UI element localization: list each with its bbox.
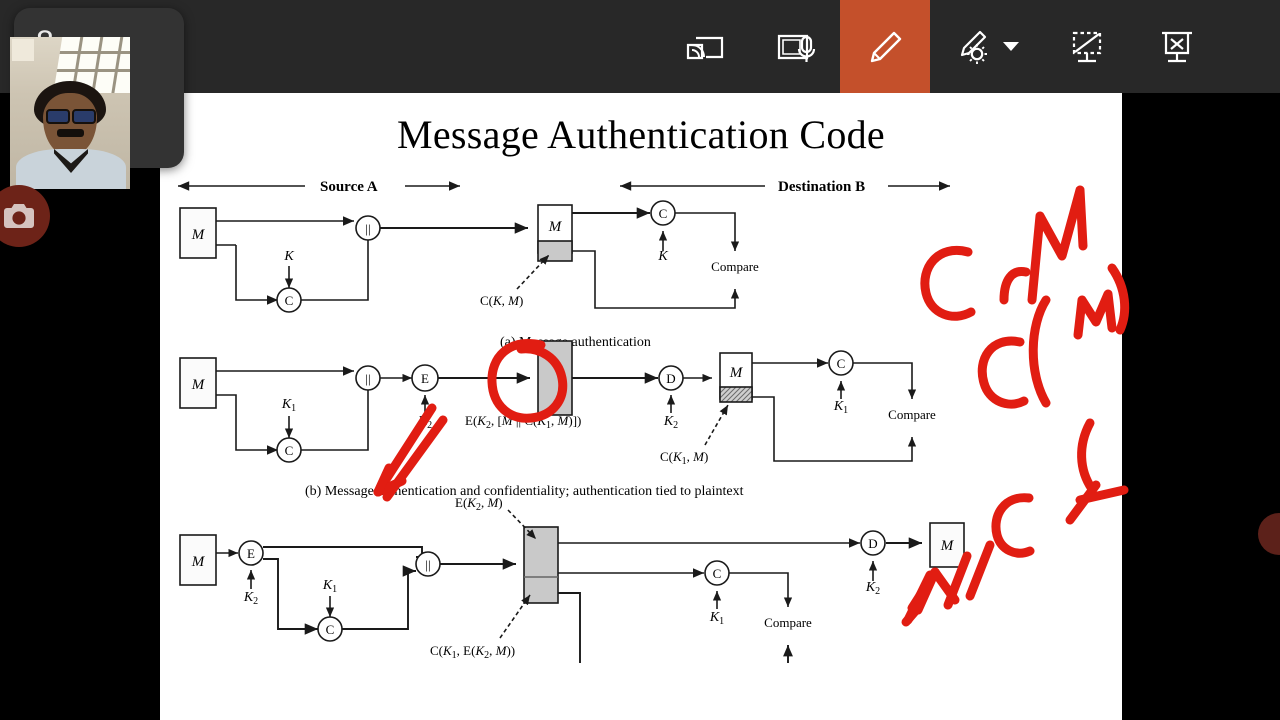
svg-text:C(K1, M): C(K1, M) [660,449,708,467]
svg-text:C: C [285,293,294,308]
svg-text:Destination B: Destination B [778,179,865,195]
svg-text:D: D [666,371,675,386]
toolbar-button-group [660,0,1222,93]
camera-icon[interactable] [0,185,50,247]
svg-text:C: C [659,206,668,221]
svg-text:Compare: Compare [764,615,812,630]
webcam-glasses-right [72,109,96,124]
participant-dot [1258,513,1280,555]
svg-text:M: M [940,538,955,554]
svg-text:K: K [657,249,668,264]
svg-text:K2: K2 [663,414,678,431]
webcam-paper [12,39,34,61]
svg-text:M: M [729,365,744,381]
screen-microphone-icon[interactable] [750,0,840,93]
svg-text:C(K1, E(K2, M)): C(K1, E(K2, M)) [430,643,515,661]
svg-text:M: M [548,219,563,235]
cast-screen-icon[interactable] [660,0,750,93]
svg-text:K1: K1 [833,399,848,416]
svg-text:Compare: Compare [888,407,936,422]
webcam-person-face [43,93,97,155]
svg-text:C(K, M): C(K, M) [480,293,523,308]
clear-annotations-icon[interactable] [1042,0,1132,93]
svg-text:(a) Message authentication: (a) Message authentication [500,335,651,350]
svg-text:K2: K2 [243,590,258,607]
svg-text:Compare: Compare [711,259,759,274]
svg-text:M: M [191,377,206,393]
webcam-moustache [57,129,84,137]
svg-text:Source A: Source A [320,179,378,195]
svg-text:||: || [425,557,430,572]
svg-text:||: || [365,221,370,236]
svg-text:K1: K1 [322,578,337,595]
svg-text:C: C [285,443,294,458]
presentation-slide: Message Authentication Code [160,93,1122,720]
svg-text:K2: K2 [417,414,432,431]
svg-text:C: C [326,622,335,637]
svg-text:||: || [365,371,370,386]
svg-text:C: C [713,566,722,581]
svg-text:E(K2, M): E(K2, M) [455,495,503,513]
svg-text:M: M [191,227,206,243]
chevron-down-icon[interactable] [1003,42,1019,51]
svg-text:K1: K1 [281,397,296,414]
svg-text:E(K2, [M || C(K1, M)]): E(K2, [M || C(K1, M)]) [465,413,581,431]
mac-figure: Source A Destination B M K [160,163,1122,663]
svg-text:K: K [283,249,294,264]
svg-text:K1: K1 [709,610,724,627]
pen-icon[interactable] [840,0,930,93]
webcam-glasses-left [46,109,70,124]
svg-text:D: D [868,536,877,551]
svg-text:C: C [837,356,846,371]
svg-text:M: M [191,554,206,570]
svg-text:E: E [421,371,429,386]
svg-text:(b) Message authentication and: (b) Message authentication and confident… [305,484,744,499]
page-title: Message Authentication Code [396,112,885,157]
svg-text:K2: K2 [865,580,880,597]
svg-text:E: E [247,546,255,561]
annotation-toolbar [0,0,1280,93]
stop-presenting-icon[interactable] [1132,0,1222,93]
webcam-thumbnail[interactable] [10,37,130,189]
pen-settings-icon[interactable] [930,0,1042,93]
